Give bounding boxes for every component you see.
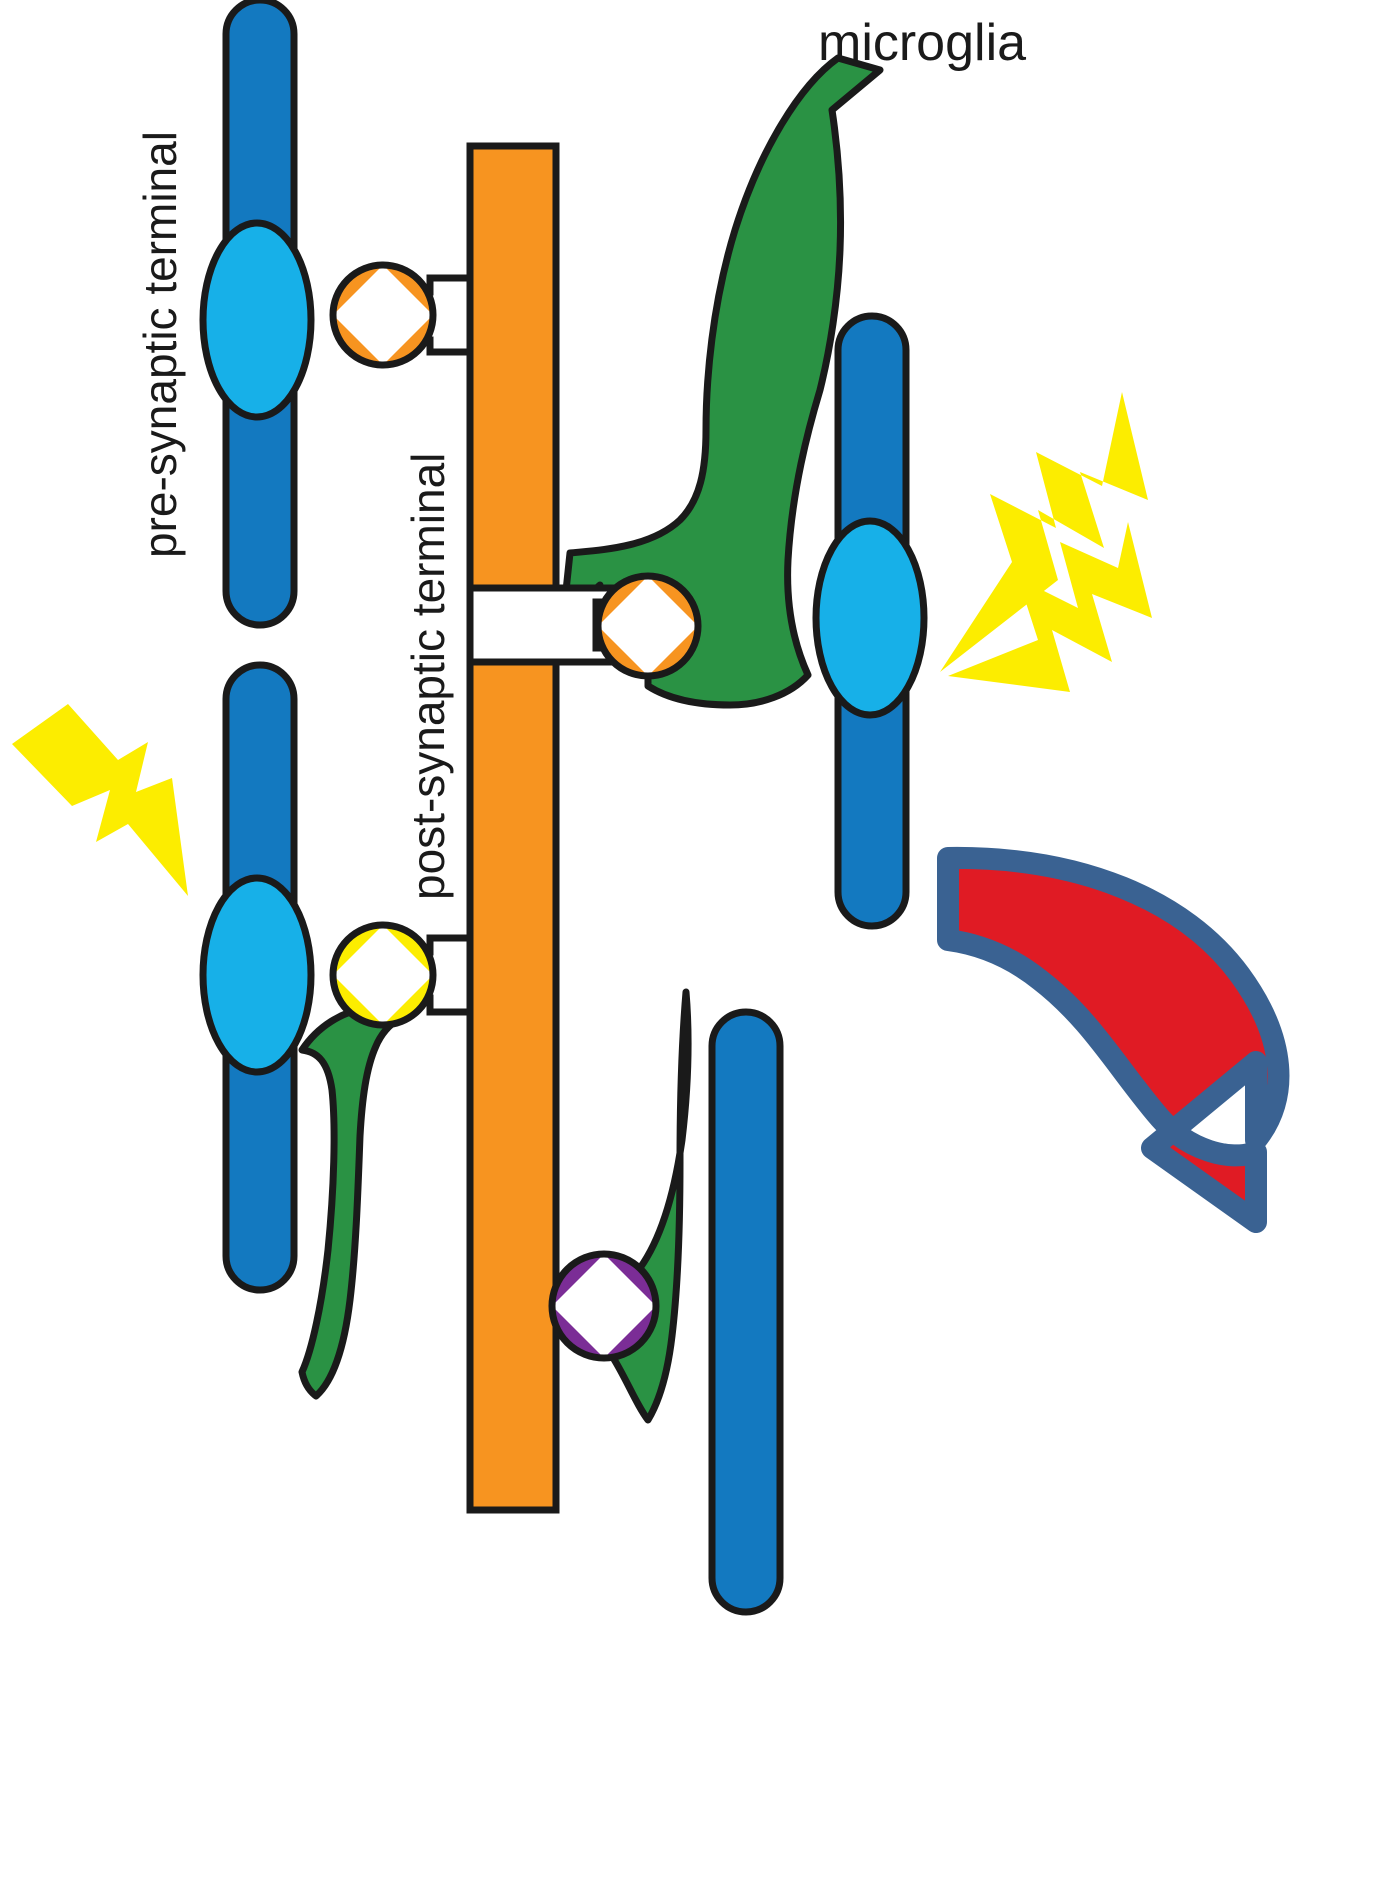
- lightning-bolt-right-lower-shape: [948, 522, 1152, 692]
- synaptic-bouton-bottom-left: [199, 874, 315, 1076]
- pre-terminal-top-left: [199, 0, 315, 629]
- receptor-diamond-purple: [552, 1254, 656, 1358]
- receptor-diamond-orange-top: [333, 265, 433, 365]
- receptor-yellow: [329, 921, 474, 1029]
- post-synaptic-terminal-bar: [466, 142, 560, 1514]
- receptor-head-orange-top: [329, 261, 437, 369]
- bare-axon-shape: [708, 1008, 784, 1616]
- receptor-orange-top: [329, 261, 474, 369]
- pre-terminal-bottom-left: [199, 661, 315, 1294]
- lightning-left: [12, 704, 188, 896]
- lightning-right-lower: [948, 522, 1152, 692]
- microglia-lower-left-shape: [298, 1003, 408, 1400]
- label-pre-synaptic-terminal: pre-synaptic terminal: [134, 131, 186, 558]
- lightning-right-upper: [940, 392, 1148, 672]
- receptor-head-orange-middle: [594, 572, 702, 680]
- curved-red-arrow: [937, 846, 1290, 1233]
- synaptic-bouton-top-left: [199, 219, 315, 421]
- receptor-purple: [548, 1250, 660, 1362]
- microglia-lower-left: [298, 1003, 408, 1400]
- pre-terminal-right: [812, 312, 928, 930]
- receptor-outline-orange-middle: [594, 572, 702, 680]
- lightning-bolt-right-upper-shape: [940, 392, 1148, 672]
- curved-red-arrow-shape: [937, 846, 1290, 1233]
- receptor-outline-yellow: [329, 921, 437, 1029]
- receptor-head-yellow: [329, 921, 437, 1029]
- synaptic-bouton-right: [812, 517, 928, 719]
- receptor-head-purple: [548, 1250, 660, 1362]
- receptor-outline-purple: [548, 1250, 660, 1362]
- receptor-diamond-yellow: [333, 925, 433, 1025]
- bare-axon-bottom-right: [708, 1008, 784, 1616]
- label-microglia: microglia: [818, 14, 1026, 72]
- receptor-orange-middle: [466, 572, 702, 680]
- post-synaptic-bar-shape: [466, 142, 560, 1514]
- receptor-diamond-orange-middle: [598, 576, 698, 676]
- lightning-bolt-left-shape: [12, 704, 188, 896]
- label-post-synaptic-terminal: post-synaptic terminal: [402, 453, 454, 900]
- receptor-outline-orange-top: [329, 261, 437, 369]
